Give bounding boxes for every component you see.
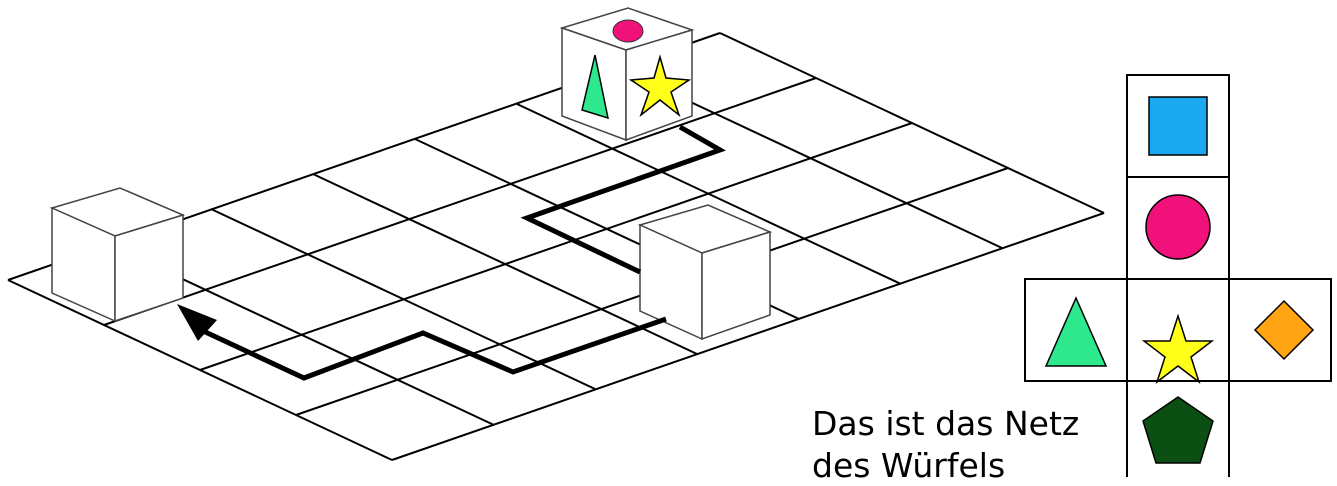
cube-left — [52, 188, 183, 321]
cube-top — [562, 8, 692, 140]
net-caption-line-1: Das ist das Netz — [812, 404, 1079, 444]
circle-icon — [1146, 195, 1210, 259]
grid-line — [200, 123, 912, 370]
square-icon — [1149, 97, 1207, 155]
grid-line — [8, 280, 392, 460]
grid-line — [720, 33, 1104, 213]
cube-path-arrow — [177, 127, 720, 378]
circle-icon — [613, 20, 643, 42]
net-caption-line-2: des Würfels — [812, 446, 1005, 486]
